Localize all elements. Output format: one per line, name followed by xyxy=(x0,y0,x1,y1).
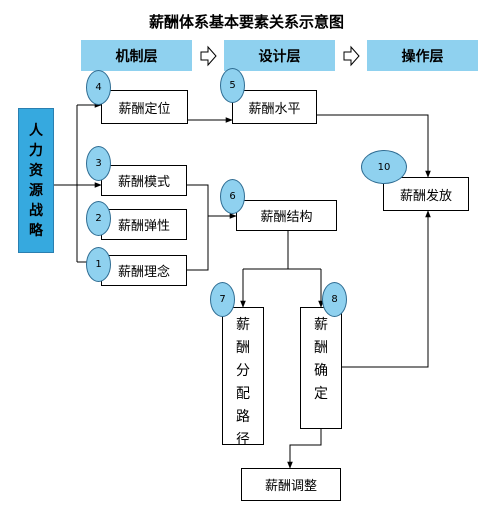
layer-mechanism: 机制层 xyxy=(81,40,192,71)
hr-strategy-char: 力 xyxy=(29,142,43,159)
determination-to-payment xyxy=(342,210,431,368)
distribution-char: 配 xyxy=(236,386,250,402)
hr-strategy-char: 人 xyxy=(29,122,43,139)
badge-5: 5 xyxy=(220,68,245,103)
box-adjustment: 薪酬调整 xyxy=(241,468,341,501)
hr-strategy-char: 资 xyxy=(29,162,43,179)
box-determination: 薪 酬 确 定 xyxy=(300,307,342,429)
box-philosophy: 薪酬理念 xyxy=(101,255,187,286)
distribution-char: 酬 xyxy=(236,340,250,356)
philosophy-to-structure xyxy=(187,216,209,271)
hr-strategy-char: 略 xyxy=(29,222,43,239)
layer-arrow-icon xyxy=(200,45,217,67)
level-to-payment xyxy=(317,114,431,178)
box-structure: 薪酬结构 xyxy=(236,200,337,231)
box-positioning: 薪酬定位 xyxy=(101,90,188,124)
hr-strategy-box: 人 力 资 源 战 略 xyxy=(18,108,54,253)
badge-2: 2 xyxy=(86,201,111,236)
badge-1: 1 xyxy=(86,247,111,282)
box-distribution-path: 薪 酬 分 配 路 径 xyxy=(222,307,264,448)
layer-design: 设计层 xyxy=(224,40,335,71)
box-elasticity: 薪酬弹性 xyxy=(101,209,187,240)
determination-to-adjustment xyxy=(287,429,322,469)
layer-operation: 操作层 xyxy=(367,40,478,71)
hr-strategy-char: 战 xyxy=(29,202,43,219)
determination-char: 定 xyxy=(314,386,328,402)
determination-char: 薪 xyxy=(314,317,328,333)
box-mode: 薪酬模式 xyxy=(101,165,187,196)
badge-6: 6 xyxy=(220,179,245,214)
hr-strategy-char: 源 xyxy=(29,182,43,199)
distribution-char: 径 xyxy=(236,432,250,448)
badge-8: 8 xyxy=(322,282,347,317)
diagram-title: 薪酬体系基本要素关系示意图 xyxy=(148,13,344,31)
box-payment: 薪酬发放 xyxy=(383,177,469,211)
determination-char: 确 xyxy=(314,363,328,379)
determination-char: 酬 xyxy=(314,340,328,356)
layer-arrow-icon xyxy=(343,45,360,67)
box-level: 薪酬水平 xyxy=(232,90,317,124)
distribution-char: 路 xyxy=(236,409,250,425)
mode-to-structure xyxy=(187,184,237,219)
badge-10: 10 xyxy=(361,150,407,184)
distribution-char: 薪 xyxy=(236,317,250,333)
badge-3: 3 xyxy=(86,146,111,181)
badge-4: 4 xyxy=(86,70,111,105)
distribution-char: 分 xyxy=(236,363,250,379)
badge-7: 7 xyxy=(210,282,235,317)
